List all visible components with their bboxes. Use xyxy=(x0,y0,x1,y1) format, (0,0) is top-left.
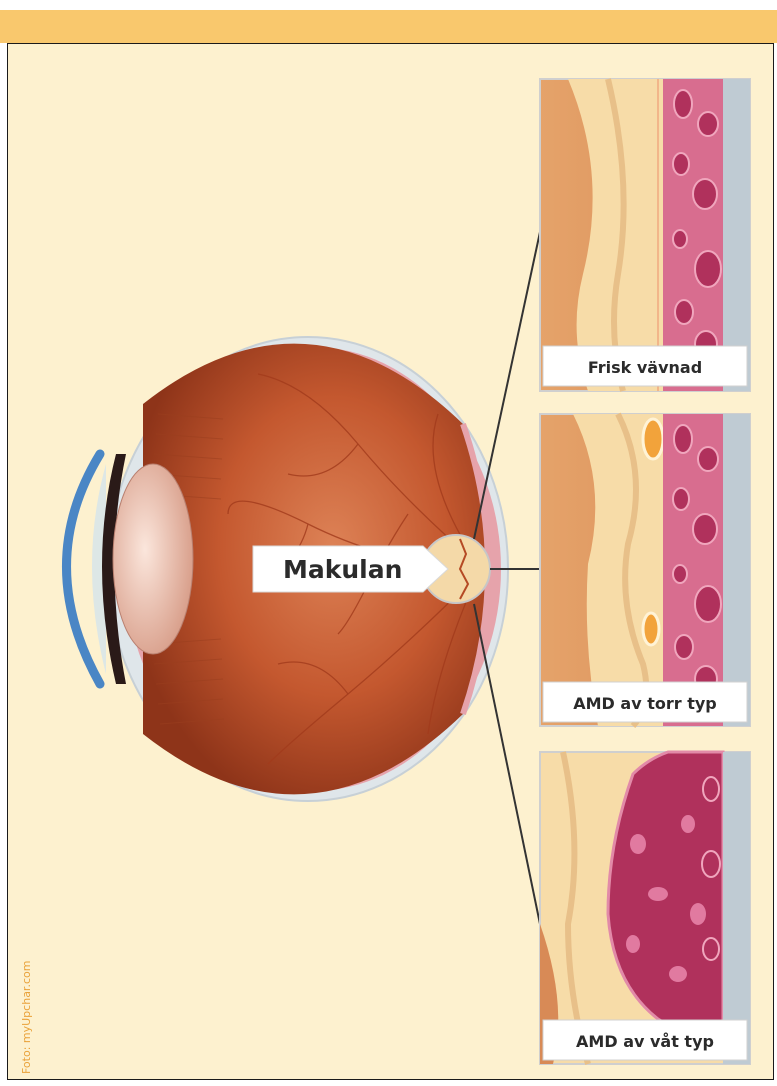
inset-healthy: Frisk vävnad xyxy=(540,79,750,391)
inset-dry-amd: AMD av torr typ xyxy=(540,414,750,726)
inset-wet-amd: AMD av våt typ xyxy=(540,752,750,1064)
macula-label-box: Makulan xyxy=(253,546,448,592)
header-bar xyxy=(0,10,777,43)
lens xyxy=(113,464,193,654)
inset-label-wet: AMD av våt typ xyxy=(576,1032,714,1051)
macula-label: Makulan xyxy=(283,555,402,584)
illustration-panel: Makulan Frisk vävnad xyxy=(7,43,774,1080)
inset-label-dry: AMD av torr typ xyxy=(573,694,716,713)
photo-credit: Foto: myUpchar.com xyxy=(20,961,33,1074)
inset-label-healthy: Frisk vävnad xyxy=(588,358,702,377)
amd-eye-diagram: Makulan Frisk vävnad xyxy=(8,44,774,1080)
